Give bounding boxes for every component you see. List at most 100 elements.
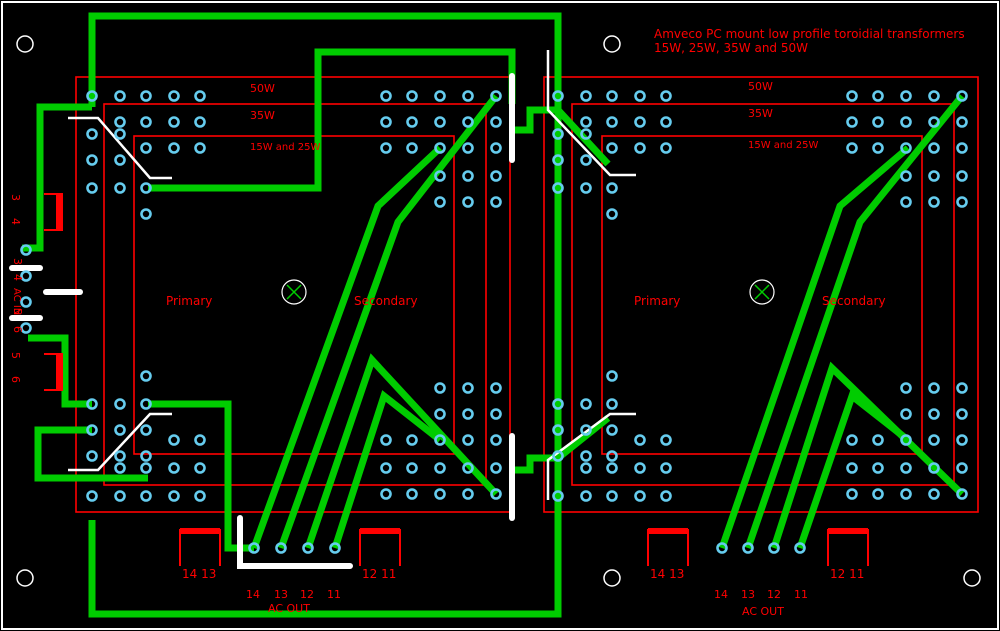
pad (552, 182, 564, 194)
connector-pins-label: 12 11 (362, 567, 396, 581)
trace-top-loop (148, 48, 516, 192)
pad (140, 90, 152, 102)
pad (462, 116, 474, 128)
pad (634, 90, 646, 102)
pad (462, 488, 474, 500)
pad (406, 462, 418, 474)
pad (194, 490, 206, 502)
pad (462, 434, 474, 446)
pad (552, 128, 564, 140)
trace-r-lower-diag (555, 415, 611, 461)
pad (490, 170, 502, 182)
pad (900, 90, 912, 102)
secondary-label-right: Secondary (822, 294, 886, 308)
pad (462, 408, 474, 420)
connector-bars (56, 194, 868, 534)
trace-lower-outer (34, 426, 148, 482)
ac-in-text: AC IN (11, 288, 22, 315)
pad (406, 142, 418, 154)
ac-out-pin: 12 (767, 588, 781, 601)
pad (768, 542, 780, 554)
trace-r-sec-2 (744, 93, 965, 550)
pad (114, 90, 126, 102)
ac-out-pin: 13 (274, 588, 288, 601)
ac-out-label: AC OUT (268, 602, 310, 615)
ac-in-pin: 6 (11, 326, 24, 333)
pad (490, 142, 502, 154)
pad (872, 462, 884, 474)
ac-out-pin: 14 (714, 588, 728, 601)
pad (168, 434, 180, 446)
pad (86, 128, 98, 140)
pad (900, 170, 912, 182)
pad (956, 434, 968, 446)
pad (846, 116, 858, 128)
secondary-label-left: Secondary (354, 294, 418, 308)
pad (660, 434, 672, 446)
pad (462, 382, 474, 394)
pad (462, 170, 474, 182)
side-pins-lower: 5 6 (9, 352, 22, 383)
ac-out-pin: 11 (327, 588, 341, 601)
pad (872, 142, 884, 154)
pad (434, 382, 446, 394)
pad (928, 142, 940, 154)
pad (956, 196, 968, 208)
pad (580, 90, 592, 102)
pad (900, 488, 912, 500)
pad (956, 462, 968, 474)
pad (406, 90, 418, 102)
mounting-hole (603, 569, 621, 587)
ac-in-pin: 5 (11, 308, 24, 315)
pad (660, 462, 672, 474)
connector-bar (56, 354, 62, 390)
connector-bar (56, 194, 62, 230)
board-title-line-1: Amveco PC mount low profile toroidial tr… (654, 27, 965, 41)
pad (20, 322, 32, 334)
pad (928, 488, 940, 500)
pad (900, 382, 912, 394)
pad (660, 142, 672, 154)
jumper-lower-left (68, 412, 172, 472)
pad (380, 90, 392, 102)
trace-right-top-link (512, 106, 558, 134)
pad (140, 398, 152, 410)
pad (114, 462, 126, 474)
pad (140, 116, 152, 128)
pad (634, 434, 646, 446)
pad (86, 490, 98, 502)
pad (928, 116, 940, 128)
connectors (44, 193, 869, 566)
pad (660, 90, 672, 102)
pad (580, 128, 592, 140)
trace-outer-loop (88, 12, 562, 618)
pad (434, 170, 446, 182)
trace-sec-4 (331, 390, 443, 550)
pad (900, 434, 912, 446)
pad (956, 382, 968, 394)
pad (900, 116, 912, 128)
pad (194, 142, 206, 154)
pad (329, 542, 341, 554)
pad (490, 462, 502, 474)
pad (552, 398, 564, 410)
pad (580, 116, 592, 128)
pad (302, 542, 314, 554)
pad (846, 462, 858, 474)
connector-pins-label: 14 13 (650, 567, 684, 581)
pad (140, 424, 152, 436)
connector-outline (179, 529, 221, 566)
primary-label-left: Primary (166, 294, 212, 308)
connector-bar (828, 528, 868, 534)
pad (742, 542, 754, 554)
label-15w-left: 15W and 25W (250, 142, 321, 153)
pad (490, 196, 502, 208)
pad (580, 490, 592, 502)
pads (20, 90, 968, 554)
side-pin: 5 (9, 352, 22, 359)
pad (380, 488, 392, 500)
pad (490, 116, 502, 128)
side-pin: 6 (9, 376, 22, 383)
pad (928, 170, 940, 182)
